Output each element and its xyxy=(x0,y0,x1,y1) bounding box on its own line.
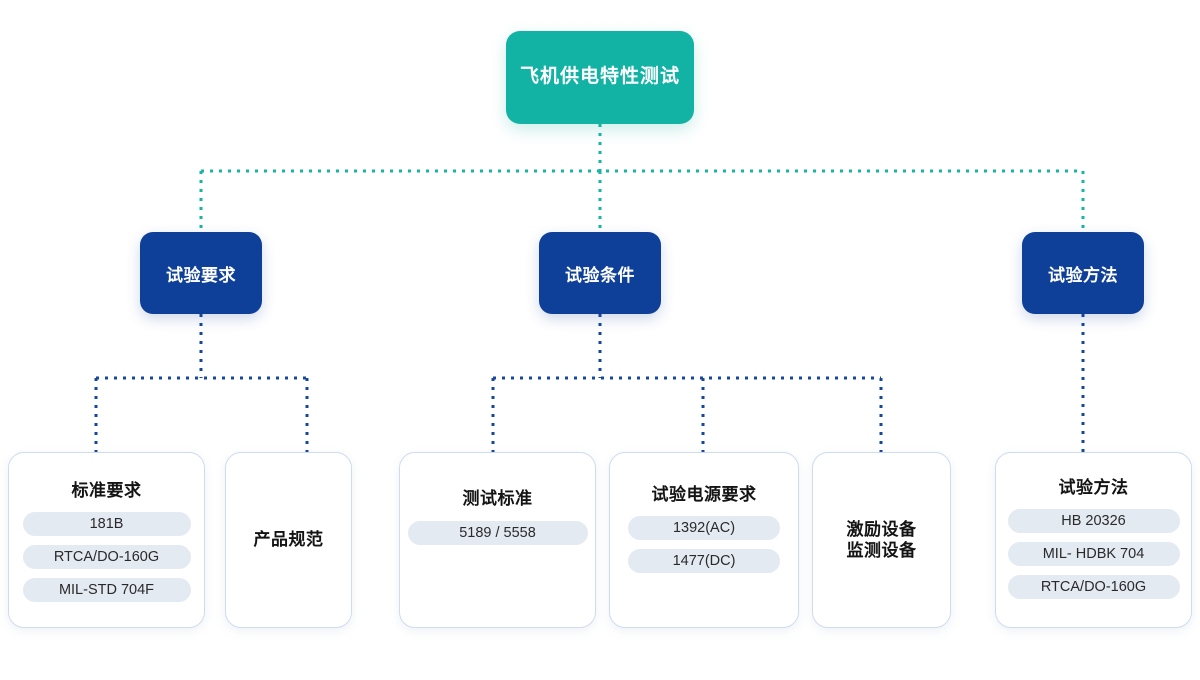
leaf-card[interactable]: 试验电源要求 1392(AC) 1477(DC) xyxy=(609,452,799,628)
root-node[interactable]: 飞机供电特性测试 xyxy=(506,31,694,124)
leaf-card-title: 测试标准 xyxy=(462,489,533,508)
leaf-card-title: 标准要求 xyxy=(71,481,142,500)
branch-node-test-requirements[interactable]: 试验要求 xyxy=(140,232,262,314)
branch-node-label: 试验条件 xyxy=(565,265,635,285)
branch-node-test-methods[interactable]: 试验方法 xyxy=(1022,232,1144,314)
leaf-card[interactable]: 产品规范 xyxy=(225,452,352,628)
leaf-card[interactable]: 激励设备监测设备 xyxy=(812,452,951,628)
leaf-card-title: 试验电源要求 xyxy=(651,485,757,504)
leaf-card-title: 产品规范 xyxy=(253,530,324,550)
leaf-card-tag: 181B xyxy=(22,512,191,537)
root-node-label: 飞机供电特性测试 xyxy=(519,66,680,88)
leaf-card-tag: HB 20326 xyxy=(1007,509,1180,534)
leaf-card-tag: MIL-STD 704F xyxy=(22,578,191,603)
root-connectors xyxy=(199,124,1085,232)
leaf-card-title: 激励设备监测设备 xyxy=(846,519,917,560)
leaf-card-tag: RTCA/DO-160G xyxy=(1007,575,1180,600)
leaf-card-tags: 181B RTCA/DO-160G MIL-STD 704F xyxy=(9,512,204,603)
leaf-card-tag: MIL- HDBK 704 xyxy=(1007,542,1180,567)
leaf-card-title: 试验方法 xyxy=(1058,478,1129,497)
leaf-card-tag: 5189 / 5558 xyxy=(407,521,588,546)
branch-node-label: 试验方法 xyxy=(1048,265,1118,285)
leaf-card-tags: 1392(AC) 1477(DC) xyxy=(610,516,798,574)
branch-node-test-conditions[interactable]: 试验条件 xyxy=(539,232,661,314)
leaf-card-tag: 1392(AC) xyxy=(628,516,780,541)
branch-connectors xyxy=(94,314,1085,452)
leaf-card-tag: RTCA/DO-160G xyxy=(22,545,191,570)
branch-node-label: 试验要求 xyxy=(166,265,236,285)
leaf-card[interactable]: 测试标准 5189 / 5558 xyxy=(399,452,596,628)
leaf-card-tags: 5189 / 5558 xyxy=(400,521,595,546)
leaf-card[interactable]: 标准要求 181B RTCA/DO-160G MIL-STD 704F xyxy=(8,452,205,628)
leaf-card-tag: 1477(DC) xyxy=(628,549,780,574)
